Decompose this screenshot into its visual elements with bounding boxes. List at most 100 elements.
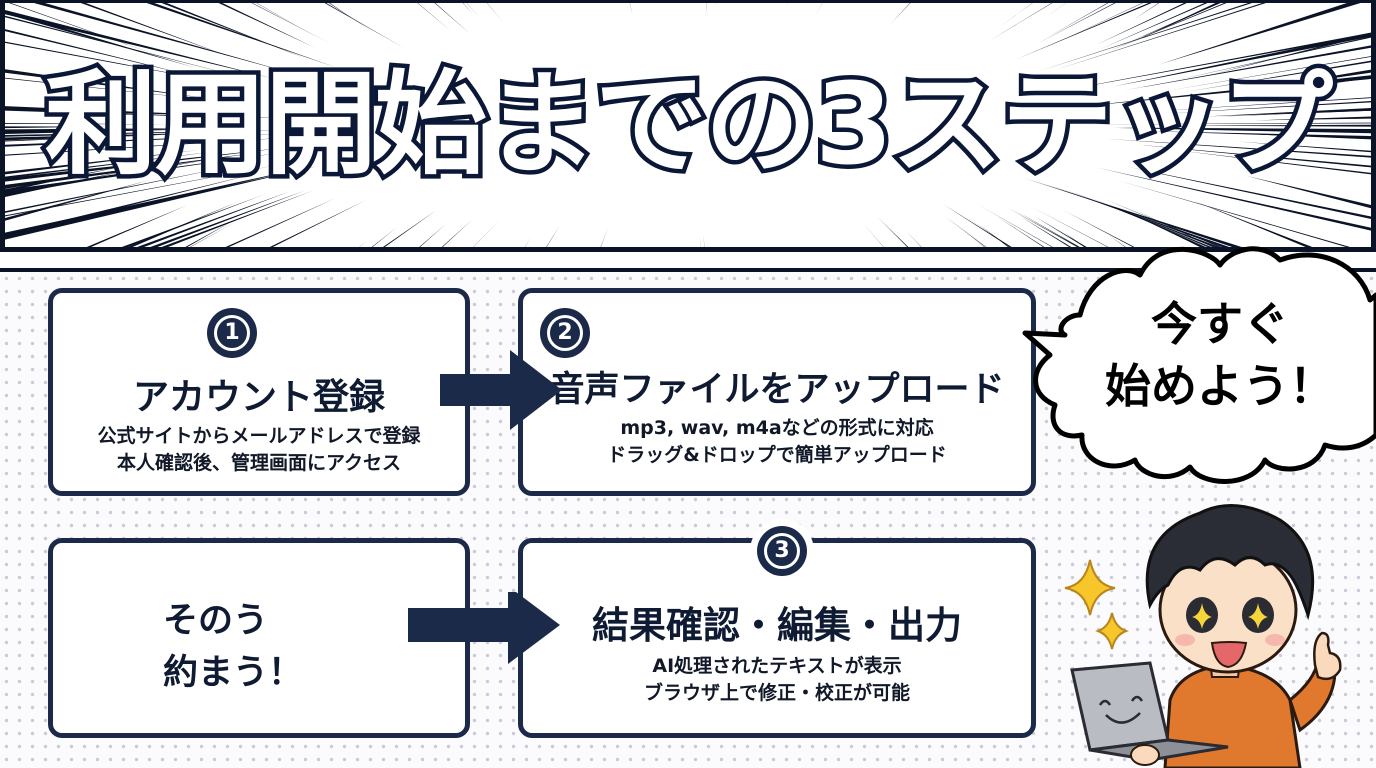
speed-line [1260, 75, 1371, 94]
speed-line [328, 3, 374, 33]
speed-line [960, 227, 985, 247]
arrow-right-icon [440, 350, 562, 430]
speed-line [462, 3, 473, 14]
speed-line [5, 106, 292, 119]
speed-line [1064, 232, 1086, 247]
speed-line [359, 240, 368, 247]
speed-line [1233, 133, 1371, 140]
speed-line [1175, 124, 1371, 127]
speed-line [5, 131, 258, 141]
speed-line [1015, 210, 1080, 247]
speed-line [890, 3, 911, 24]
speed-line [150, 190, 306, 247]
speed-line [1177, 150, 1371, 175]
speed-line [1134, 144, 1371, 168]
speed-line [715, 3, 717, 8]
step-number-badge: 2 [540, 308, 590, 358]
speed-line [1104, 199, 1222, 247]
laptop-icon [1070, 661, 1229, 762]
speed-line [417, 3, 453, 33]
speed-line [1134, 3, 1160, 20]
speed-line [330, 3, 347, 16]
speed-line [1254, 116, 1371, 121]
speed-line [1108, 235, 1126, 247]
speed-line [1123, 97, 1371, 114]
step-title: 結果確認・編集・出力 [592, 604, 962, 647]
speed-line [1253, 75, 1371, 94]
step-description-line: AI処理されたテキストが表示 [652, 655, 902, 677]
speed-line [877, 216, 909, 247]
speed-line [1061, 240, 1070, 247]
speed-line [33, 3, 301, 76]
step-title: 音声ファイルをアップロード [549, 370, 1005, 410]
speed-line [820, 3, 822, 6]
speed-line [1245, 175, 1371, 209]
speed-line [1200, 202, 1309, 247]
speed-line [473, 218, 501, 247]
speed-line [189, 220, 239, 247]
step-number-badge: 1 [207, 308, 257, 358]
arrow-right-icon [408, 592, 560, 664]
speed-line [890, 3, 911, 25]
speed-line [1031, 206, 1109, 247]
speed-line [434, 3, 470, 34]
speed-line [218, 3, 315, 48]
speed-line [693, 245, 694, 247]
speed-line [428, 244, 431, 247]
speed-line [251, 3, 331, 44]
speed-line [629, 3, 633, 16]
speed-line [1212, 33, 1371, 75]
speed-line [699, 237, 701, 247]
speed-line [161, 3, 304, 58]
speed-line [5, 151, 264, 189]
speed-line [121, 193, 266, 247]
speed-line [5, 41, 255, 90]
step-description-line: ドラッグ&ドロップで簡単アップロード [607, 444, 947, 466]
speed-line [324, 3, 405, 48]
speed-line [988, 3, 1053, 42]
step-description-line: 公式サイトからメールアドレスで登録 [97, 425, 421, 447]
speed-line [1030, 179, 1236, 247]
step-number: 2 [547, 315, 583, 351]
character-illustration [1064, 503, 1342, 768]
speed-line [524, 237, 532, 247]
speed-line [943, 215, 987, 247]
step-number-badge: 3 [757, 526, 807, 576]
speed-line [705, 3, 707, 17]
sparkle-icon [1064, 559, 1116, 616]
speed-line [1172, 36, 1371, 81]
step-description: 公式サイトからメールアドレスで登録 本人確認後、管理画面にアクセス [53, 423, 465, 477]
speed-line [1043, 3, 1066, 20]
speed-line [441, 219, 473, 247]
speed-line [1034, 216, 1087, 247]
speed-line [5, 150, 199, 175]
step-description-line: 本人確認後、管理画面にアクセス [116, 452, 402, 474]
step-description-line: ブラウザ上で修正・校正が可能 [643, 682, 910, 704]
step-card-3: 3 結果確認・編集・出力 AI処理されたテキストが表示 ブラウザ上で修正・校正が… [518, 519, 1036, 738]
speed-line [225, 198, 336, 247]
speed-line [5, 10, 276, 80]
page-title: 利用開始までの3ステップ [41, 60, 1338, 190]
speed-line [943, 204, 1012, 247]
speed-line [546, 226, 560, 247]
step-number-badge-wrap: 3 [750, 519, 814, 583]
speed-line [977, 204, 1053, 247]
speed-line [5, 165, 320, 240]
speed-line [419, 224, 446, 247]
speed-line [1096, 3, 1187, 45]
extra-card-text: そのう 約まう！ [163, 601, 304, 693]
speed-line [466, 3, 480, 18]
speed-line [1071, 122, 1371, 125]
step-card-1: 1 アカウント登録 公式サイトからメールアドレスで登録 本人確認後、管理画面にア… [48, 288, 470, 496]
speed-line [600, 228, 608, 247]
speed-line [5, 133, 186, 142]
step-number: 3 [764, 533, 800, 569]
speech-bubble [1022, 246, 1376, 484]
speed-line [1135, 209, 1214, 247]
header-banner: 利用開始までの3ステップ [0, 0, 1376, 252]
speed-line [5, 159, 210, 196]
speed-line [5, 137, 296, 156]
speed-line [703, 233, 705, 247]
speed-line [1048, 3, 1109, 37]
speed-line [1038, 3, 1253, 72]
